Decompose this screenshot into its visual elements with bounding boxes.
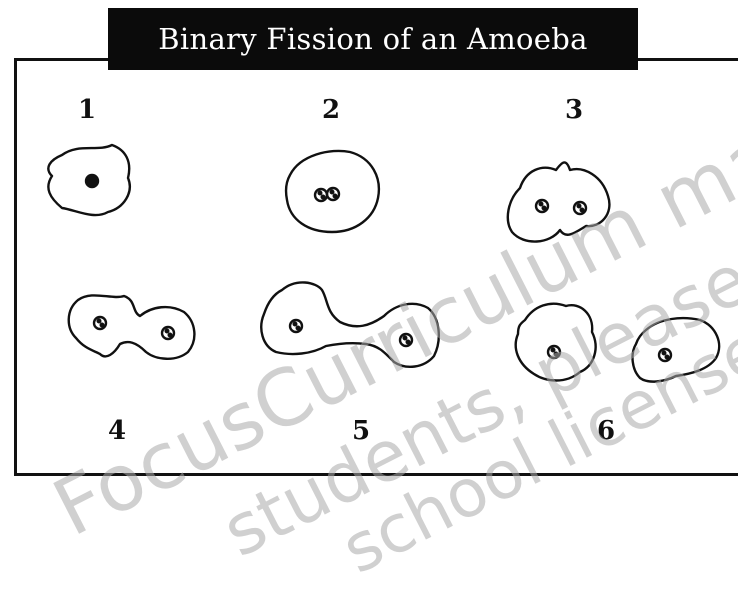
stage-6-cell-right	[633, 318, 720, 381]
stage-4-amoeba	[69, 295, 195, 358]
stage-3-nuclei	[536, 200, 586, 214]
stage-1-amoeba	[48, 145, 129, 215]
stage-6-cell-left	[516, 304, 596, 381]
stage-5-cell	[261, 282, 439, 366]
stage-4-cell	[69, 295, 195, 358]
stage-4-nuclei	[94, 317, 174, 339]
stage-3-amoeba	[508, 162, 610, 241]
stage-5-amoeba	[261, 282, 439, 366]
stage-6-nuclei	[548, 346, 671, 361]
amoeba-drawings	[0, 0, 738, 482]
stage-6-amoebae	[516, 304, 719, 382]
stage-2-nuclei	[315, 188, 339, 201]
stage-2-amoeba	[286, 151, 379, 232]
stage-3-cell	[508, 162, 610, 241]
stage-1-nucleus	[86, 175, 98, 187]
